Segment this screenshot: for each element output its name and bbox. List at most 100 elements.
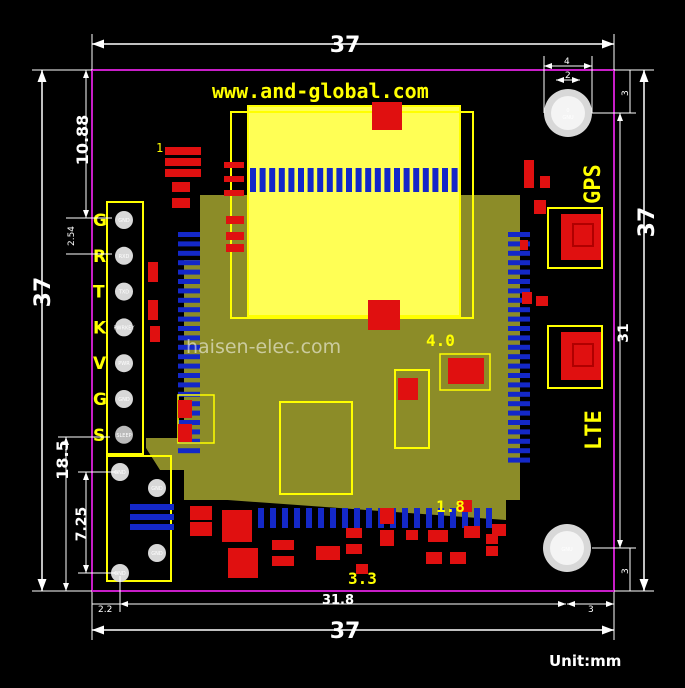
smd-pad: [458, 500, 472, 512]
module-pin: [450, 508, 456, 528]
module-pin: [178, 326, 200, 331]
module-pin: [442, 168, 448, 192]
dim-hole-radius: 2: [565, 71, 571, 81]
dim-left-offset: 2.2: [98, 605, 112, 615]
voltage-33: 3.3: [348, 569, 377, 588]
header-pin-name: PWR: [118, 361, 130, 367]
inner-frame: [279, 401, 353, 495]
smd-pad: [272, 556, 294, 566]
pin-letter: G: [93, 211, 107, 231]
hole-bottom-label: GNU: [561, 547, 573, 553]
module-pin: [432, 168, 439, 192]
module-pin: [336, 168, 343, 192]
module-pin: [306, 508, 312, 528]
mounting-hole-bottom-inner: [550, 531, 584, 565]
smd-pad: [428, 530, 448, 542]
dim-hole-edge-top: 3: [621, 90, 631, 96]
bottom-pin: [111, 463, 129, 481]
module-pin: [307, 168, 314, 192]
bottom-pin: [148, 544, 166, 562]
module-pin: [346, 168, 352, 192]
smd-pad: [540, 176, 550, 188]
lte-label: LTE: [582, 410, 607, 450]
module-pin: [508, 448, 530, 454]
module-pin: [317, 168, 324, 192]
module-outline: [230, 111, 474, 319]
pin-letter: R: [93, 247, 106, 267]
smd-pad: [356, 564, 368, 574]
smd-pad: [536, 296, 548, 306]
dim-hole-edge-bottom: 3: [621, 568, 631, 574]
smd-pad: [368, 300, 400, 330]
module-pin: [355, 168, 362, 192]
lte-antenna-inner: [572, 343, 594, 367]
bottom-pin: [111, 564, 129, 582]
bottom-connector-trace: [130, 524, 174, 530]
smd-pad: [178, 424, 192, 442]
website-silkscreen: www.and-global.com: [212, 79, 429, 103]
module-pin: [250, 168, 256, 192]
smd-pad: [534, 200, 546, 214]
module-pin: [178, 250, 200, 256]
module-pin: [508, 297, 530, 303]
smd-pad: [172, 182, 190, 192]
header-pin-name: SLEEP: [116, 433, 131, 439]
module-pin: [508, 316, 530, 322]
smd-pad: [190, 522, 212, 536]
module-pin: [508, 260, 530, 266]
smd-pads: [148, 102, 550, 578]
module-pin: [508, 382, 530, 388]
module-pin: [508, 391, 530, 397]
module-pin: [451, 168, 458, 192]
module-pin: [298, 168, 304, 192]
gps-antenna-inner: [572, 223, 594, 247]
smd-pad: [190, 506, 212, 520]
header-pin: [115, 425, 133, 444]
dim-top-width: 37: [330, 33, 361, 58]
module-pin: [366, 508, 372, 528]
module-pin: [178, 382, 200, 388]
pin1-marker: 1: [156, 141, 163, 155]
header-pin-name: TXD: [118, 290, 129, 296]
pin-letter: T: [93, 283, 105, 303]
smd-pad: [520, 240, 528, 250]
module-pin: [342, 508, 348, 528]
module-pin: [270, 508, 276, 528]
module-pin: [178, 297, 200, 303]
pin-letter: K: [93, 318, 107, 338]
smd-pad: [450, 552, 466, 564]
module-top-pins: [250, 168, 458, 192]
header-pin: [115, 318, 133, 337]
module-pin: [374, 168, 381, 192]
module-pin: [422, 168, 429, 192]
ic-box: [439, 353, 491, 391]
module-pin: [508, 326, 530, 331]
module-pin: [294, 508, 300, 528]
sim-module: [247, 105, 461, 317]
bottom-pin: [148, 479, 166, 497]
voltage-18: 1.8: [436, 497, 465, 516]
smd-pad: [224, 162, 244, 168]
smd-pad: [165, 169, 201, 177]
lte-antenna-pad: [561, 332, 601, 380]
module-pin: [278, 168, 285, 192]
module-pin: [474, 508, 480, 528]
unit-label: Unit:mm: [549, 652, 621, 670]
module-pin: [508, 232, 530, 237]
smd-pad: [380, 508, 394, 524]
smd-pad: [346, 528, 362, 538]
module-pin: [508, 420, 530, 425]
smd-pad: [150, 326, 160, 342]
module-pin: [394, 168, 400, 192]
module-pin: [178, 335, 200, 341]
bottom-pin-name: GND: [151, 551, 163, 557]
module-pin: [288, 168, 295, 192]
module-pin: [178, 316, 200, 322]
gps-antenna-frame: [547, 207, 603, 269]
smd-pad: [372, 102, 402, 130]
module-pin: [413, 168, 420, 192]
smd-pad: [226, 244, 244, 252]
module-pin: [318, 508, 324, 528]
